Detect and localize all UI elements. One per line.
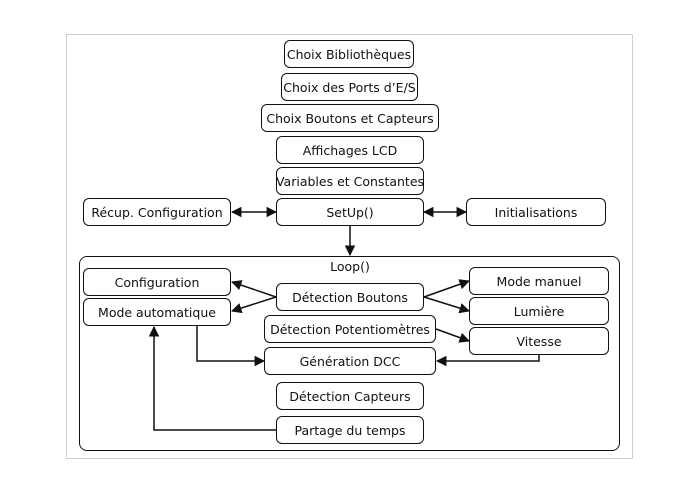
initialisations-box: Initialisations	[466, 198, 606, 226]
slide-frame	[66, 34, 633, 459]
detection-boutons-box: Détection Boutons	[276, 283, 424, 311]
vitesse-box: Vitesse	[469, 327, 609, 355]
boutons-lumiere-arrow	[423, 296, 471, 314]
boutons-config-arrow	[231, 280, 277, 298]
variables-constantes-box: Variables et Constantes	[276, 167, 424, 195]
choix-bibliotheques-box: Choix Bibliothèques	[284, 40, 414, 68]
loop-frame	[79, 256, 620, 451]
pot-vitesse-arrow	[435, 328, 470, 343]
detection-potentiometres-box: Détection Potentiomètres	[264, 315, 436, 343]
auto-dcc-arrow	[196, 326, 266, 367]
mode-automatique-box: Mode automatique	[83, 298, 231, 326]
boutons-manuel-arrow	[423, 279, 470, 298]
choix-ports-box: Choix des Ports d’E/S	[281, 73, 418, 101]
recup-configuration-box: Récup. Configuration	[83, 198, 231, 226]
boutons-auto-arrow	[230, 296, 277, 314]
configuration-box: Configuration	[83, 268, 231, 296]
loop-title: Loop()	[330, 259, 370, 274]
detection-capteurs-box: Détection Capteurs	[276, 382, 424, 410]
generation-dcc-box: Génération DCC	[264, 347, 436, 375]
mode-manuel-box: Mode manuel	[469, 267, 609, 295]
partage-auto-arrow	[148, 325, 276, 431]
setup-box: SetUp()	[276, 198, 424, 226]
vitesse-dcc-arrow	[435, 355, 540, 367]
affichages-lcd-box: Affichages LCD	[276, 136, 424, 164]
lumiere-box: Lumière	[469, 297, 609, 325]
choix-boutons-capteurs-box: Choix Boutons et Capteurs	[261, 104, 439, 132]
partage-temps-box: Partage du temps	[276, 416, 424, 444]
